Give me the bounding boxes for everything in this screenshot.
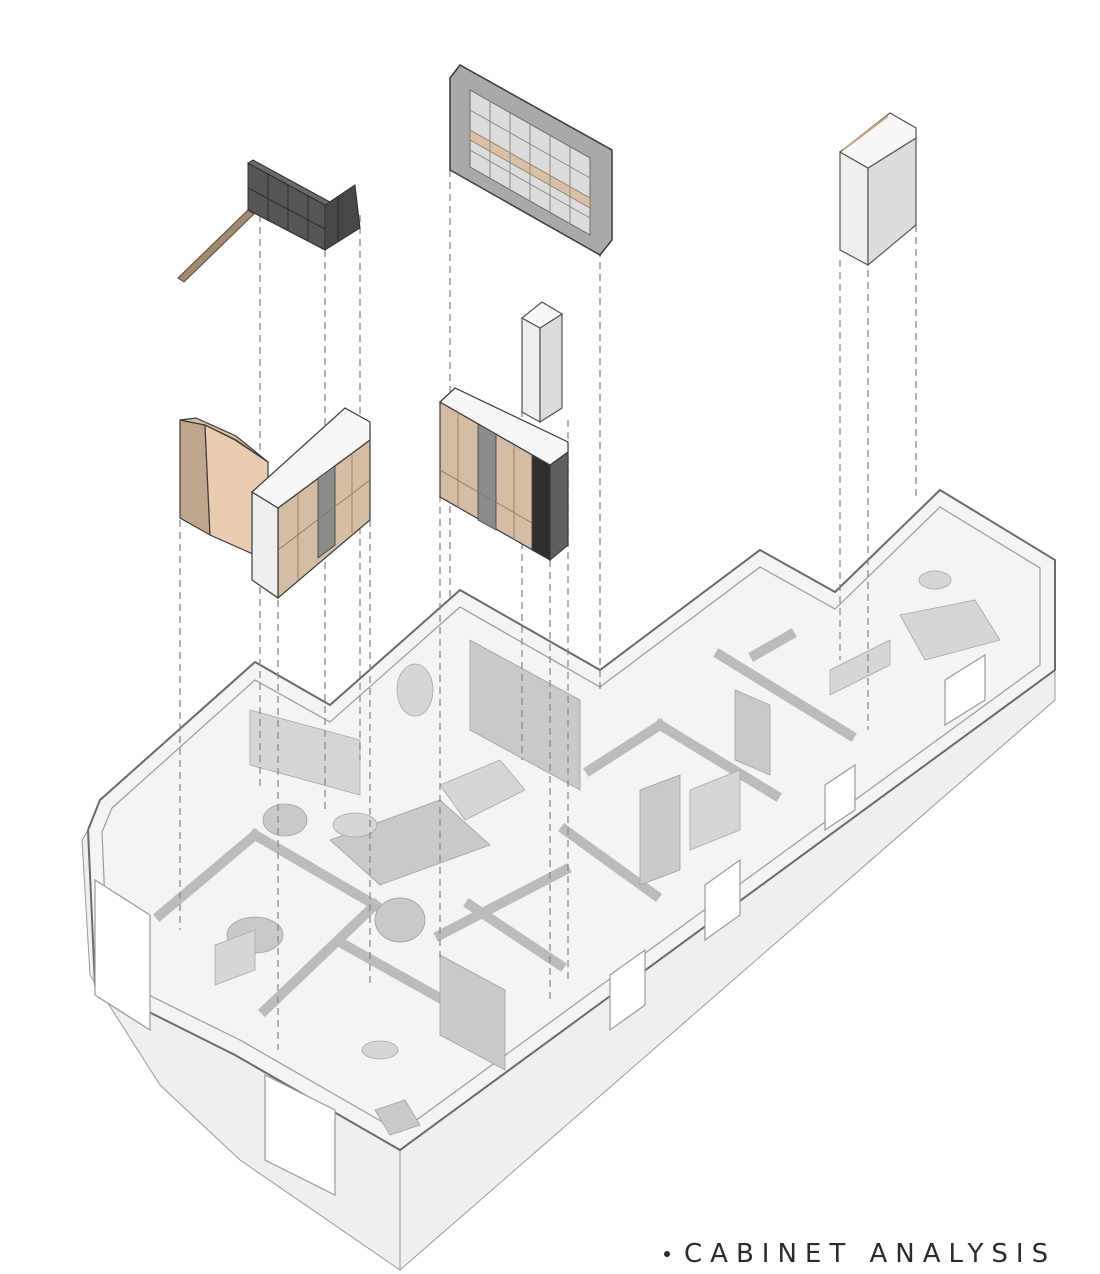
round-rug [374,897,426,943]
white-cabinet-wood-edge [842,115,889,151]
window-3 [704,858,741,942]
dark-shelf-placed [249,709,361,796]
window-1 [944,653,986,727]
wardrobe-side [251,490,279,600]
white-cabinet-front [839,150,869,267]
dining-table [439,759,526,821]
wardrobe-with-shelving [438,387,569,562]
wardrobe-dark-slot [317,465,336,559]
tall-white-cabinet-right [838,112,917,267]
wardrobe2-door-lines [439,412,533,540]
study [361,954,506,1136]
window-6 [94,878,151,1032]
dark-shelf-grid [247,174,339,241]
dark-shelf-side [324,184,361,251]
coffee-table [332,812,378,838]
bookshelf-wall [469,639,581,791]
dark-l-shelf [177,159,361,283]
wardrobe2-grey-slot [477,423,497,531]
kitchen-counter [689,769,741,851]
fridge [639,774,681,886]
window-2 [824,763,856,832]
dark-shelf-back [247,162,326,251]
small-white-column [520,301,564,424]
sofa [329,799,491,886]
dark-shelf-top [246,159,332,206]
bench-top [179,417,269,463]
study-chair [374,1099,421,1136]
wardrobe2-open-shelf [531,454,551,561]
living-dining [249,639,581,943]
floor-plan [81,488,1056,1272]
bedroom-lamp-table [918,570,952,590]
outer-wall-inner [101,506,1041,1133]
wardrobe-door-lines [277,453,371,580]
wood-plank [177,209,255,283]
windows [94,653,986,1196]
bathroom [734,689,771,776]
round-stool [361,1040,399,1060]
column-front [521,316,541,424]
kids-room [214,916,284,986]
round-mirror [396,663,434,717]
master-bedroom [829,570,1001,696]
caption-bullet [664,1251,670,1257]
column-side [539,312,563,424]
window-5 [264,1074,336,1196]
kids-desk [214,929,256,986]
desk [829,639,891,696]
bench-and-wardrobe [179,407,371,600]
caption-text: CABINET ANALYSIS [684,1239,1057,1269]
white-cabinet-top [838,112,917,169]
open-bookshelf [449,64,613,256]
kitchen [639,769,741,886]
study-wardrobe [439,954,506,1071]
bookshelf-dividers [469,101,591,224]
armchair [262,803,308,837]
bed [899,599,1001,661]
bath-door [734,689,771,776]
caption: CABINET ANALYSIS [664,1234,1056,1274]
wardrobe2-side [549,450,569,562]
window-4 [609,948,646,1032]
column-top [520,301,564,329]
wardrobe-top [251,407,371,509]
